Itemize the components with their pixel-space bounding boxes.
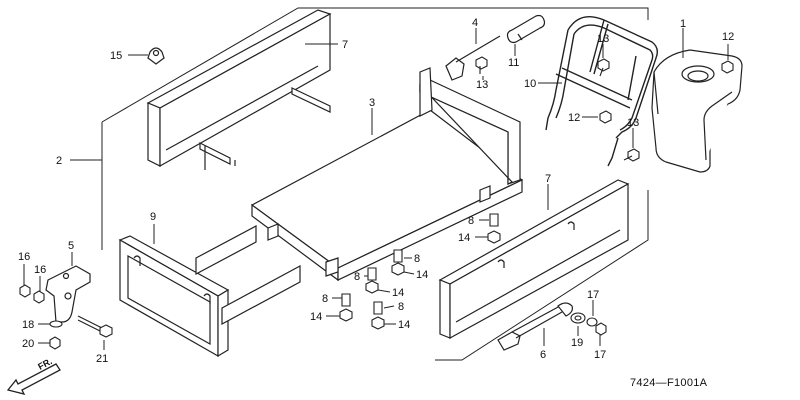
callout-6: 6 <box>540 349 546 361</box>
callout-12-b: 12 <box>568 112 580 124</box>
rod-part <box>497 302 573 351</box>
callout-17-b: 17 <box>594 349 606 361</box>
callout-numbers: 1 2 3 4 5 6 7 7 8 8 8 8 8 9 10 11 12 12 … <box>18 17 734 365</box>
bolt-group <box>475 56 734 162</box>
callout-20: 20 <box>22 338 34 350</box>
callout-18: 18 <box>22 319 34 331</box>
callout-5: 5 <box>68 240 74 252</box>
diagram-code: 7424—F1001A <box>630 377 708 389</box>
cover-part <box>651 49 743 173</box>
callout-17-a: 17 <box>587 289 599 301</box>
bracket-part <box>45 265 91 323</box>
handle-frame <box>545 16 659 167</box>
callout-4: 4 <box>472 17 478 29</box>
callout-10: 10 <box>524 78 536 90</box>
callout-14-b: 14 <box>416 269 428 281</box>
callout-9: 9 <box>150 211 156 223</box>
callout-14-c: 14 <box>392 287 404 299</box>
clip-part <box>147 47 165 65</box>
front-side-panel <box>438 179 630 340</box>
fastener-group <box>19 284 113 350</box>
callout-16-b: 16 <box>34 264 46 276</box>
callout-19: 19 <box>571 337 583 349</box>
assembly-outline-right <box>435 190 649 361</box>
assembly-outline <box>101 7 649 123</box>
callout-3: 3 <box>369 97 375 109</box>
side-panel <box>118 225 301 358</box>
callout-21: 21 <box>96 353 108 365</box>
callout-14-a: 14 <box>458 232 470 244</box>
pin-part <box>445 35 501 81</box>
callout-13-a: 13 <box>597 33 609 45</box>
callout-14-e: 14 <box>398 319 410 331</box>
callout-14-d: 14 <box>310 311 322 323</box>
callout-8-d: 8 <box>322 293 328 305</box>
callout-11: 11 <box>508 57 519 69</box>
callout-8-c: 8 <box>354 271 360 283</box>
front-direction-arrow-icon <box>6 363 61 395</box>
callout-7-upper: 7 <box>342 39 348 51</box>
callout-8-e: 8 <box>398 301 404 313</box>
callout-2: 2 <box>56 155 62 167</box>
callout-13-c: 13 <box>627 117 639 129</box>
callout-1: 1 <box>680 18 686 30</box>
callout-13-b: 13 <box>476 79 488 91</box>
cargo-bed <box>250 67 524 282</box>
clip-nut-group <box>339 213 501 330</box>
washer-group <box>570 312 607 336</box>
callout-12-a: 12 <box>722 31 734 43</box>
rear-side-panel <box>146 9 332 170</box>
callout-8-a: 8 <box>468 215 474 227</box>
callout-7-lower: 7 <box>545 173 551 185</box>
handle-grip <box>506 14 546 44</box>
callout-16-a: 16 <box>18 251 30 263</box>
callout-15: 15 <box>110 50 122 62</box>
callout-8-b: 8 <box>414 253 420 265</box>
